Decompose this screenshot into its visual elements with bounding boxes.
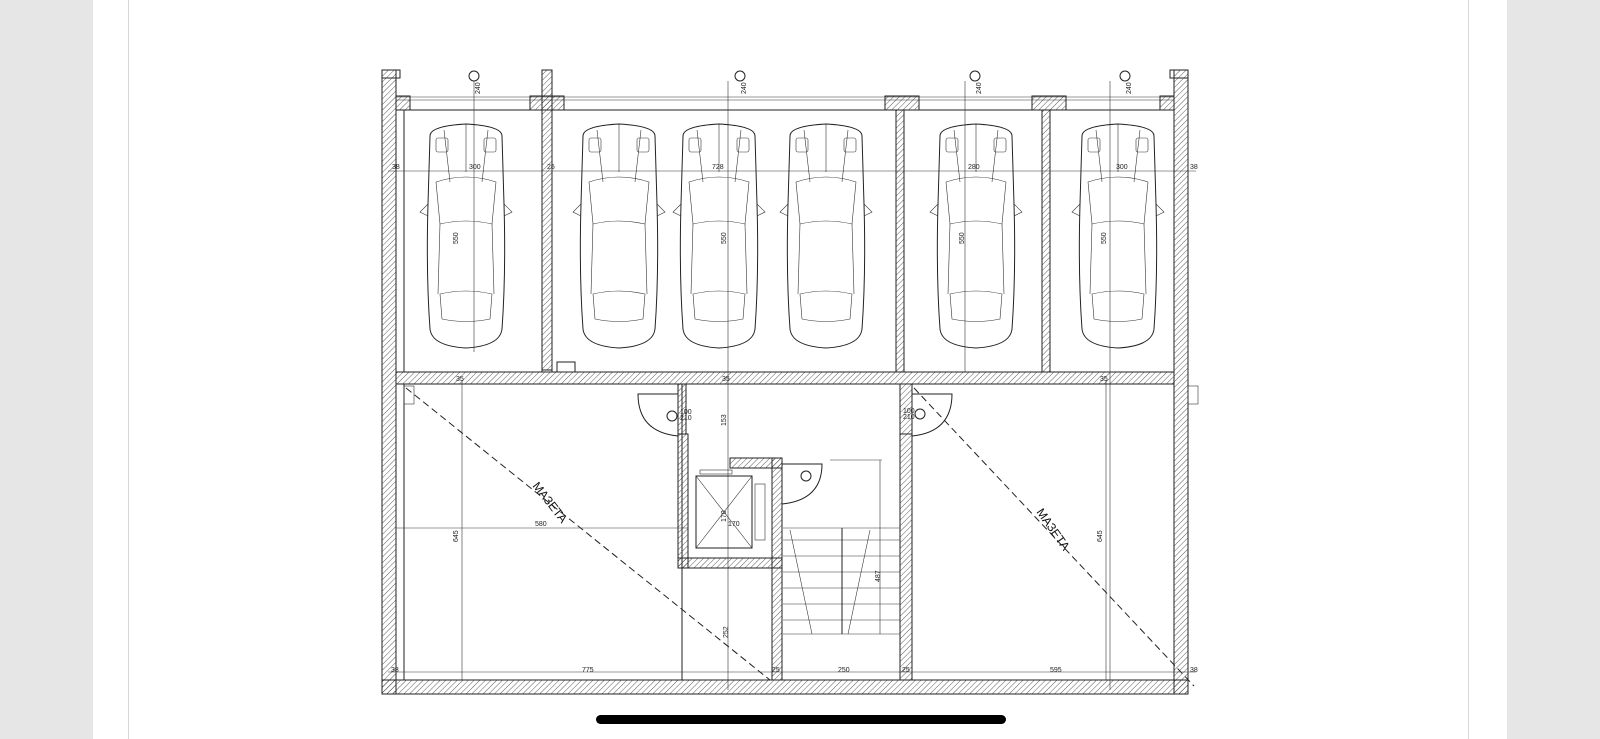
dim-label: 645	[453, 530, 460, 542]
room-label-left: МАЗЕТА	[530, 479, 571, 525]
dim-label: 38	[1190, 667, 1198, 674]
outer-walls	[381, 69, 1189, 695]
dim-label: 487	[875, 570, 882, 582]
dim-label: 550	[453, 232, 460, 244]
dim-label: 240	[976, 82, 983, 94]
dim-label: 210	[903, 414, 915, 421]
dimension-lines	[388, 170, 1196, 680]
car-icon	[929, 123, 1023, 349]
lift-shaft	[695, 469, 766, 549]
dim-label: 153	[721, 414, 728, 426]
dim-label: 645	[1097, 530, 1104, 542]
lower-section	[403, 383, 1175, 681]
room-label-right: МАЗЕТА	[1034, 506, 1073, 553]
car-icon	[572, 123, 666, 349]
car-icon	[672, 123, 766, 349]
dim-label: 240	[1126, 82, 1133, 94]
dim-label: 580	[535, 521, 547, 528]
dim-label: 550	[1101, 232, 1108, 244]
storage-diagonals	[403, 385, 1199, 687]
dim-label: 210	[680, 415, 692, 422]
dim-label: 300	[469, 164, 481, 171]
dim-label: 550	[959, 232, 966, 244]
dim-label: 252	[723, 626, 730, 638]
home-indicator-bar[interactable]	[596, 715, 1006, 724]
dim-label: 300	[1116, 164, 1128, 171]
dim-label: 240	[475, 82, 482, 94]
dim-label: 35	[456, 376, 464, 383]
dim-label: 35	[1100, 376, 1108, 383]
car-icon	[1071, 123, 1165, 349]
dim-label: 280	[968, 164, 980, 171]
doors	[637, 393, 953, 505]
dim-label: 100	[903, 408, 915, 415]
dim-label: 25	[902, 667, 910, 674]
dim-label: 170	[728, 521, 740, 528]
dim-label: 550	[721, 232, 728, 244]
axis-markers	[468, 70, 1131, 690]
dim-label: 25	[547, 164, 555, 171]
dim-label: 170	[721, 510, 728, 522]
page-margin-line-left	[128, 0, 129, 739]
dim-label: 25	[772, 667, 780, 674]
staircase	[783, 459, 900, 635]
dim-label: 728	[712, 164, 724, 171]
dim-label: 38	[392, 164, 400, 171]
dim-label: 38	[391, 667, 399, 674]
bay-partitions	[395, 69, 1175, 385]
page-margin-line-right	[1468, 0, 1469, 739]
dim-label: 35	[722, 376, 730, 383]
dimension-texts: 38 300 25 728 280 300 38 550 550 550 550…	[391, 82, 1198, 674]
dim-label: 595	[1050, 667, 1062, 674]
dim-label: 250	[838, 667, 850, 674]
dim-label: 38	[1190, 164, 1198, 171]
dim-label: 100	[680, 409, 692, 416]
parked-cars	[419, 123, 1165, 349]
car-icon	[779, 123, 873, 349]
car-icon	[419, 123, 513, 349]
dim-label: 775	[582, 667, 594, 674]
parking-bays	[403, 109, 1175, 373]
document-page	[93, 0, 1507, 739]
dim-label: 240	[741, 82, 748, 94]
